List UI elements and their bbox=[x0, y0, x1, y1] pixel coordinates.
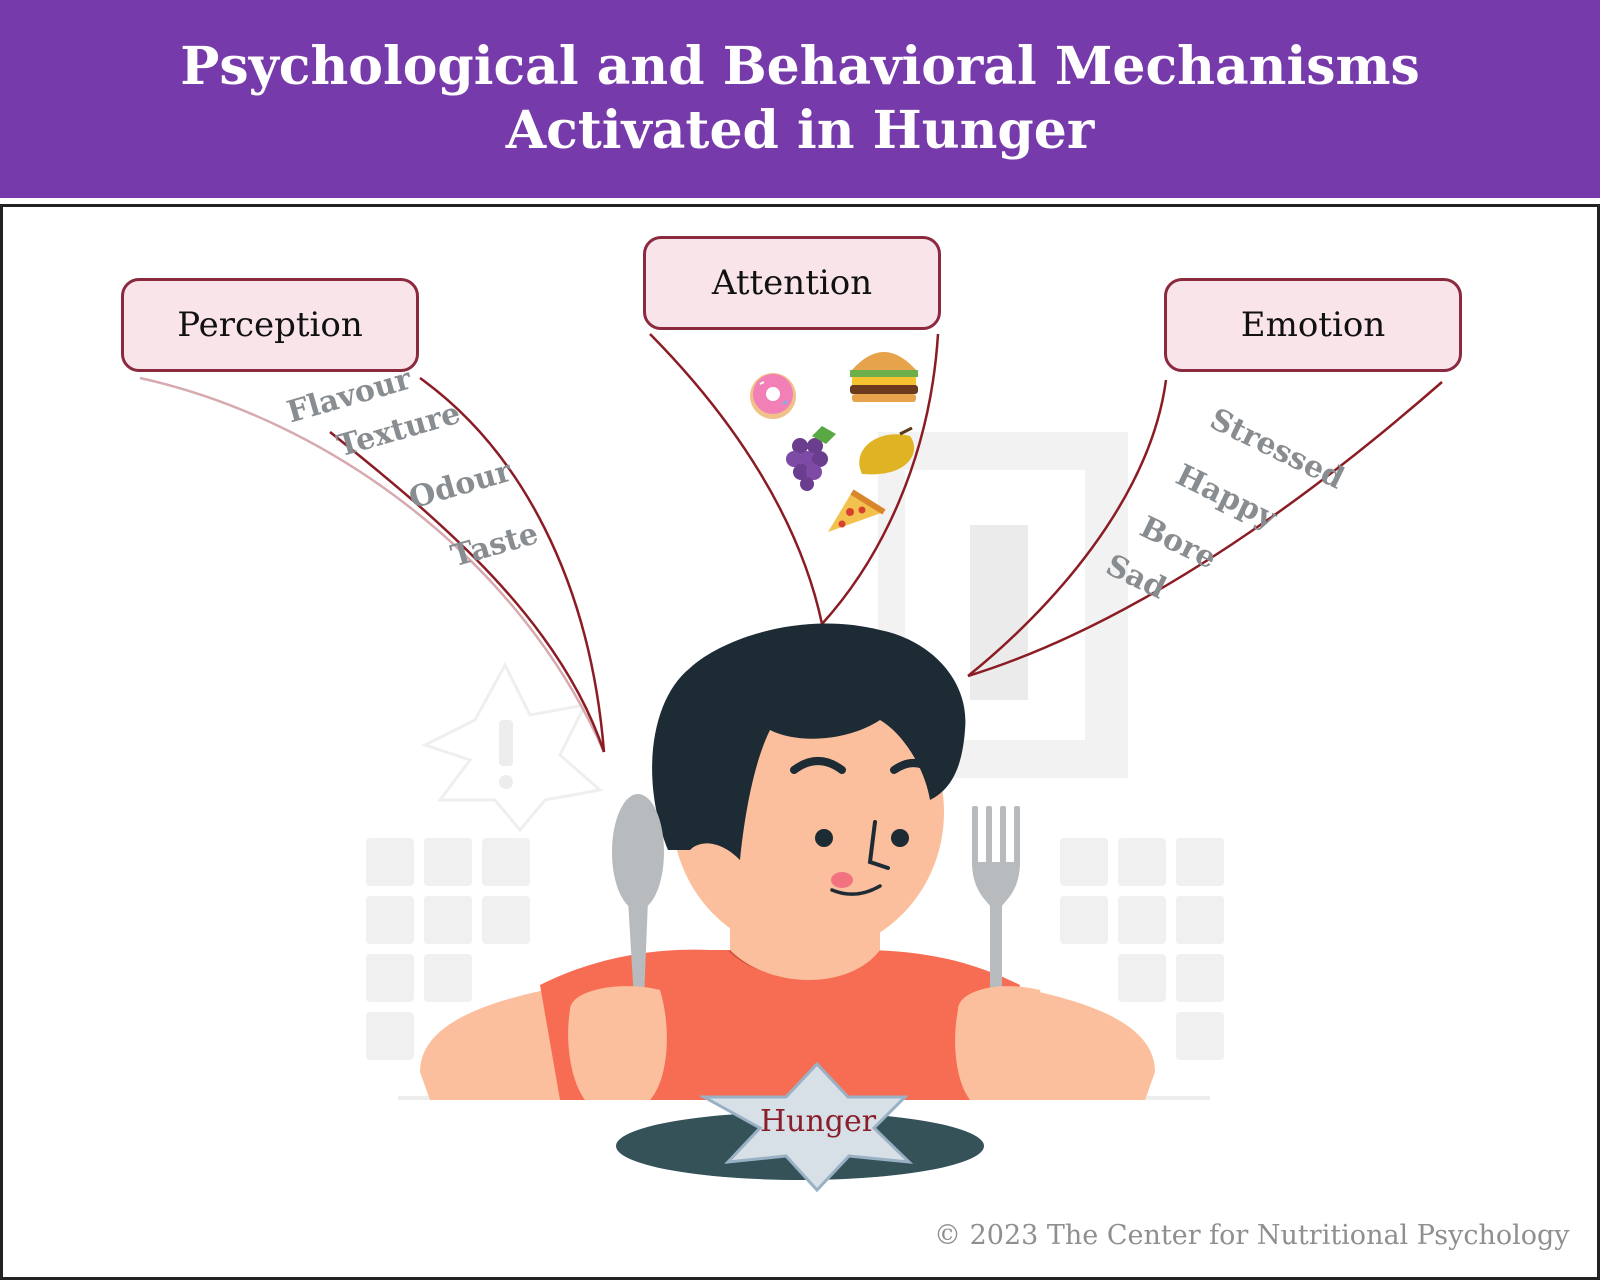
perception-box: Perception bbox=[121, 278, 419, 372]
title-banner: Psychological and Behavioral Mechanisms … bbox=[0, 0, 1600, 198]
burger-icon bbox=[850, 352, 918, 402]
illustration-scene bbox=[139, 333, 1443, 1193]
hunger-star-icon bbox=[698, 1061, 914, 1193]
copyright-notice: © 2023 The Center for Nutritional Psycho… bbox=[934, 1220, 1570, 1251]
mango-icon bbox=[859, 426, 915, 475]
background-tiles bbox=[366, 838, 1224, 1060]
emotion-label: Emotion bbox=[1240, 305, 1386, 345]
pizza-icon bbox=[828, 489, 886, 532]
perception-label: Perception bbox=[177, 305, 363, 345]
perception-bubble bbox=[139, 376, 606, 753]
emotion-box: Emotion bbox=[1164, 278, 1462, 372]
donut-icon bbox=[750, 373, 796, 419]
fork-icon bbox=[972, 806, 1020, 1000]
attention-label: Attention bbox=[711, 263, 873, 303]
grapes-icon bbox=[786, 426, 836, 491]
spoon-icon bbox=[612, 794, 664, 1000]
boy-illustration bbox=[420, 623, 1155, 1180]
attention-bubble bbox=[649, 333, 940, 625]
page-title: Psychological and Behavioral Mechanisms … bbox=[180, 36, 1420, 161]
exclamation-burst-icon bbox=[421, 661, 604, 833]
attention-box: Attention bbox=[643, 236, 941, 330]
emotion-bubble bbox=[967, 379, 1443, 678]
hunger-label: Hunger bbox=[760, 1104, 877, 1139]
